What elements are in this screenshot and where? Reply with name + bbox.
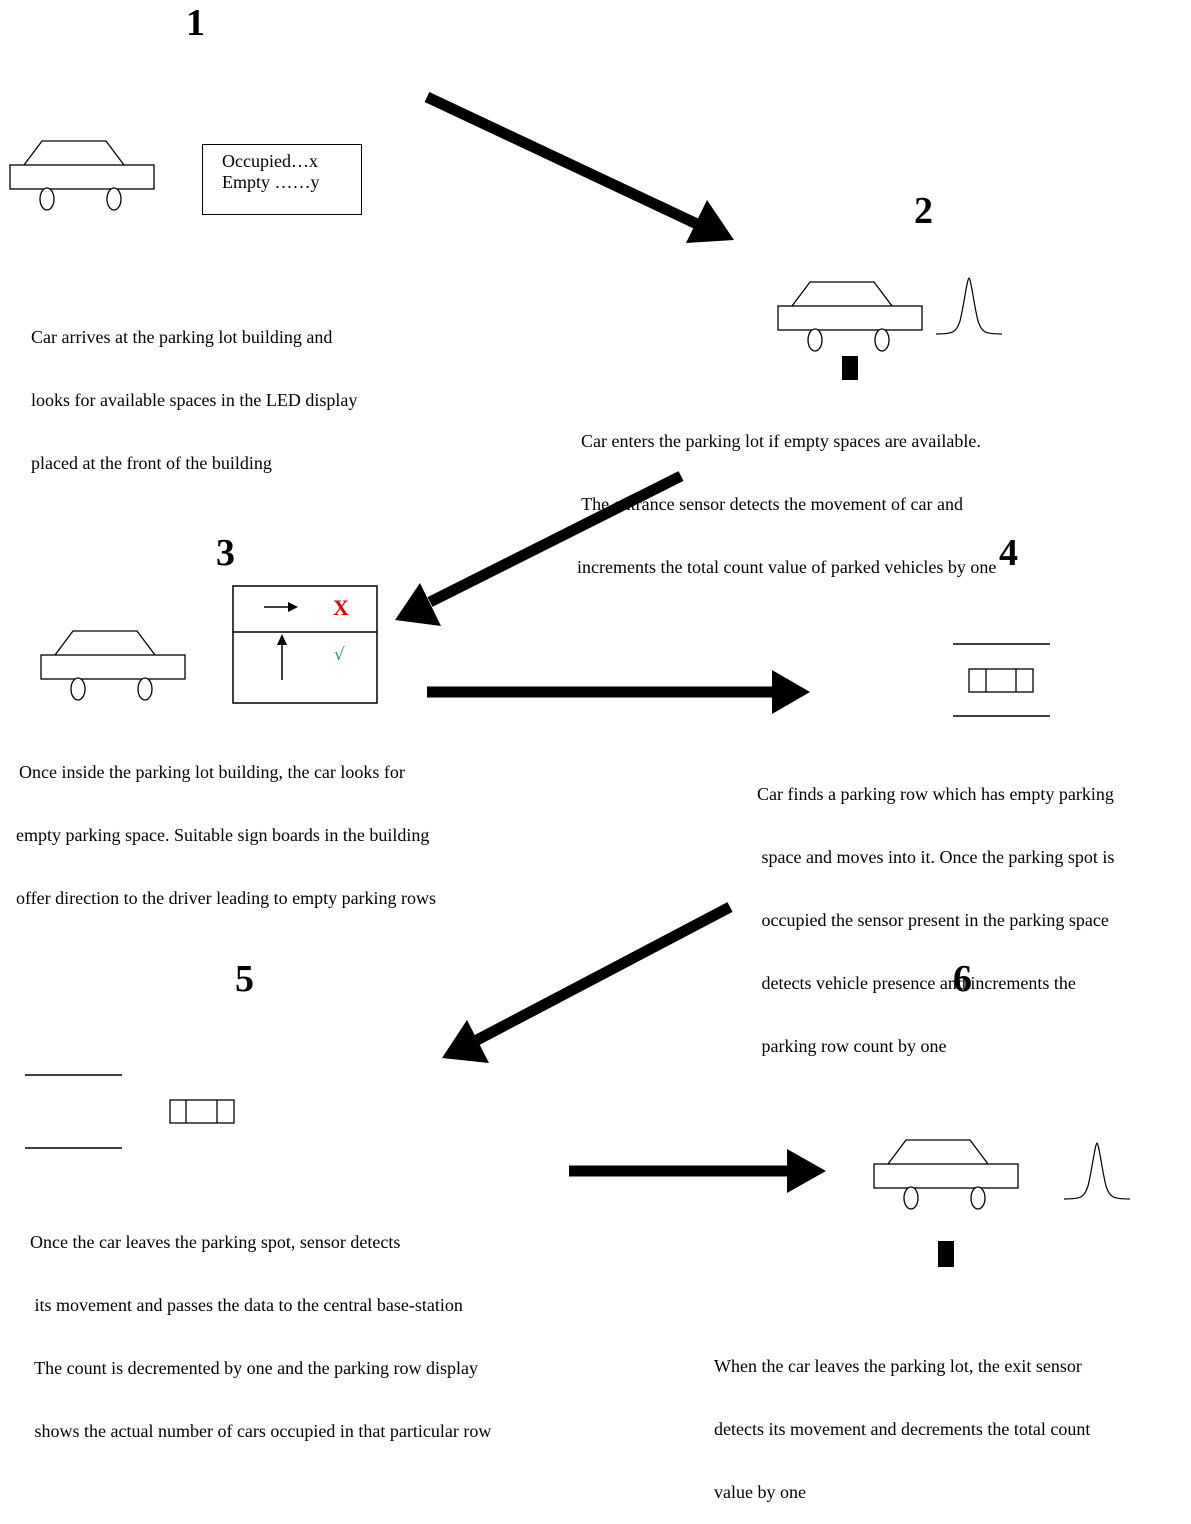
step-6-number: 6 — [953, 958, 972, 1000]
step-2-pulse-icon — [935, 277, 1003, 335]
caption-line: occupied the sensor present in the parki… — [757, 910, 1109, 930]
step-4-number: 4 — [999, 532, 1018, 574]
caption-line: The entrance sensor detects the movement… — [577, 494, 964, 514]
step-2-caption: Car enters the parking lot if empty spac… — [577, 389, 996, 599]
entrance-sensor-icon — [842, 356, 858, 380]
led-occupied-line: Occupied…x — [222, 151, 318, 171]
caption-line: its movement and passes the data to the … — [30, 1295, 463, 1315]
step-6-car-icon — [873, 1139, 1019, 1210]
caption-line: Car arrives at the parking lot building … — [31, 327, 333, 347]
step-5-parking-row-icon — [25, 1074, 235, 1149]
caption-line: The count is decremented by one and the … — [30, 1358, 479, 1378]
caption-line: increments the total count value of park… — [577, 557, 997, 577]
step-5-caption: Once the car leaves the parking spot, se… — [30, 1190, 491, 1463]
flow-diagram-graphics — [9, 92, 1131, 1267]
up-arrow-icon — [277, 634, 287, 680]
caption-line: Once inside the parking lot building, th… — [19, 762, 405, 782]
caption-line: placed at the front of the building — [31, 453, 272, 473]
caption-line: space and moves into it. Once the parkin… — [757, 847, 1115, 867]
caption-line: detects vehicle presence and increments … — [757, 973, 1076, 993]
caption-line: Once the car leaves the parking spot, se… — [30, 1232, 401, 1252]
right-arrow-icon — [264, 602, 298, 612]
arrow-step-2-to-3 — [395, 471, 684, 626]
arrow-step-5-to-6 — [569, 1149, 826, 1193]
arrow-step-1-to-2 — [424, 92, 734, 243]
step-2-number: 2 — [914, 190, 933, 232]
caption-line: empty parking space. Suitable sign board… — [16, 825, 430, 845]
step-3-car-icon — [40, 630, 186, 701]
caption-line: parking row count by one — [757, 1036, 947, 1056]
arrow-step-3-to-4 — [427, 670, 810, 714]
caption-line: offer direction to the driver leading to… — [16, 888, 437, 908]
caption-line: shows the actual number of cars occupied… — [30, 1421, 492, 1441]
sign-board — [232, 585, 378, 704]
step-4-parking-row-icon — [953, 643, 1050, 717]
caption-line: Car enters the parking lot if empty spac… — [581, 431, 981, 451]
exit-sensor-icon — [938, 1241, 954, 1267]
step-5-number: 5 — [235, 958, 254, 1000]
step-1-caption: Car arrives at the parking lot building … — [31, 285, 357, 495]
step-1-number: 1 — [186, 2, 205, 44]
caption-line: value by one — [714, 1482, 806, 1502]
led-empty-line: Empty ……y — [222, 172, 320, 192]
caption-line: looks for available spaces in the LED di… — [31, 390, 358, 410]
step-3-number: 3 — [216, 532, 235, 574]
step-4-caption: Car finds a parking row which has empty … — [757, 742, 1114, 1078]
led-display: Occupied…x Empty ……y — [202, 144, 362, 215]
step-6-caption: When the car leaves the parking lot, the… — [714, 1314, 1090, 1524]
step-1-car-icon — [9, 140, 155, 211]
blocked-mark: X — [333, 595, 349, 620]
step-6-pulse-icon — [1063, 1142, 1131, 1200]
step-2-car-icon — [777, 281, 923, 352]
caption-line: When the car leaves the parking lot, the… — [714, 1356, 1082, 1376]
caption-line: detects its movement and decrements the … — [714, 1419, 1091, 1439]
arrow-step-4-to-5 — [442, 902, 733, 1063]
step-3-caption: Once inside the parking lot building, th… — [16, 720, 436, 930]
open-check-mark: √ — [334, 645, 345, 665]
caption-line: Car finds a parking row which has empty … — [757, 784, 1114, 804]
